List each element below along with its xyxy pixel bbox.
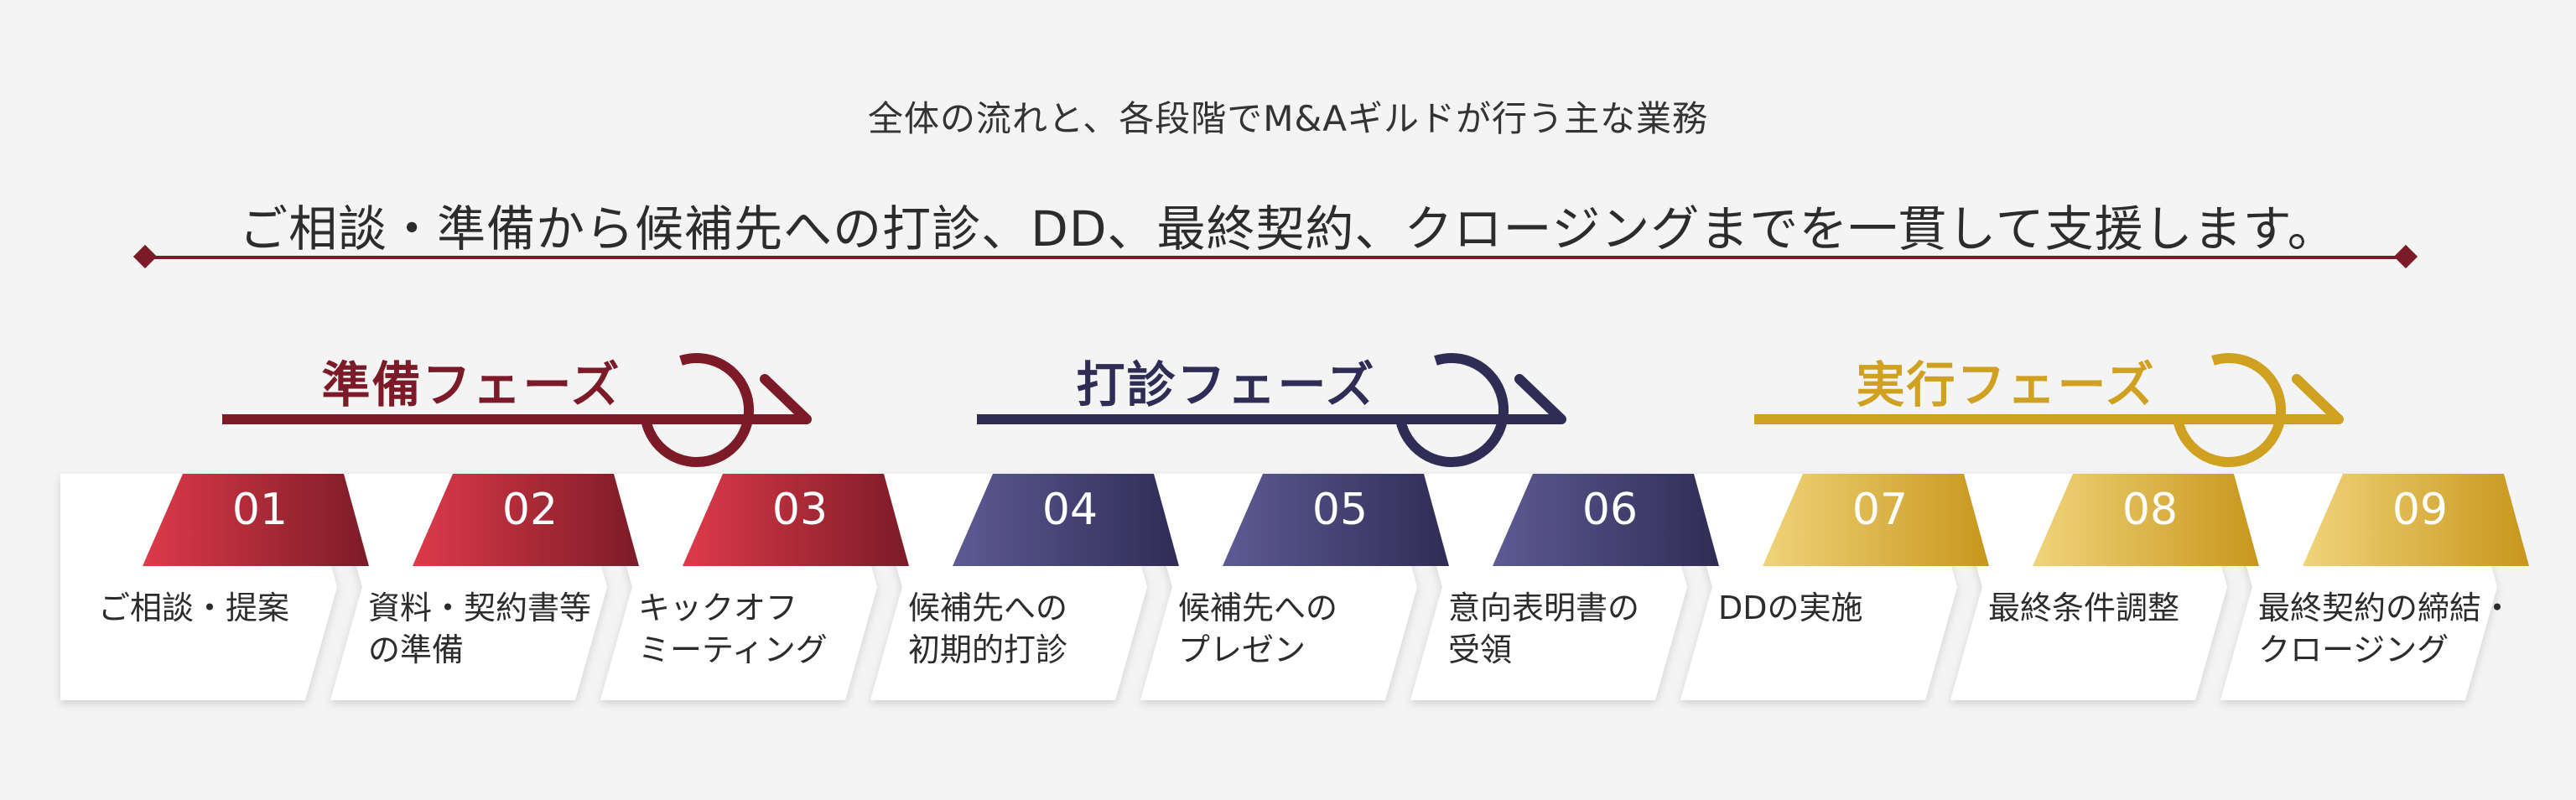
phase-arrowhead-icon: [2292, 374, 2344, 424]
step-number-02: 02: [501, 485, 558, 535]
step-label-02: 資料・契約書等の準備: [368, 587, 595, 671]
phase-arrow-execution: [1754, 353, 2344, 467]
step-label-line: 候補先への: [1178, 590, 1338, 626]
step-number-07: 07: [1852, 485, 1909, 535]
step-label-line: プレゼン: [1178, 631, 1306, 668]
step-number-tab-03: [683, 474, 909, 566]
phase-label-prep: 準備フェーズ: [321, 356, 621, 413]
step-label-03: キックオフミーティング: [638, 587, 865, 671]
step-label-05: 候補先へのプレゼン: [1178, 587, 1405, 671]
step-label-line: ミーティング: [638, 631, 828, 668]
subtitle: 全体の流れと、各段階でM&Aギルドが行う主な業務: [867, 98, 1709, 139]
page-title: ご相談・準備から候補先への打診、DD、最終契約、クロージングまでを一貫して支援し…: [239, 200, 2337, 257]
step-label-line: の準備: [368, 631, 465, 668]
step-label-line: 資料・契約書等: [368, 590, 592, 626]
phase-arrows: [222, 353, 2344, 467]
title-underline: [144, 256, 2405, 259]
phase-arrow-prep: [222, 353, 812, 467]
step-number-tab-04: [953, 474, 1179, 566]
step-number-tab-08: [2033, 474, 2259, 566]
phase-arrow-approach: [977, 353, 1566, 467]
step-label-line: キックオフ: [638, 590, 798, 626]
step-label-09: 最終契約の締結・クロージング: [2258, 587, 2514, 671]
step-label-line: 候補先への: [908, 590, 1068, 626]
step-number-tab-09: [2303, 474, 2529, 566]
step-label-line: 意向表明書の: [1448, 590, 1640, 626]
step-label-04: 候補先への初期的打診: [908, 587, 1135, 671]
step-number-tab-05: [1223, 474, 1449, 566]
phase-label-approach: 打診フェーズ: [1076, 356, 1376, 413]
step-number-05: 05: [1311, 485, 1368, 535]
step-label-line: 最終契約の締結・: [2258, 590, 2514, 626]
phase-arrowhead-icon: [1514, 374, 1566, 424]
step-label-line: DDの実施: [1718, 590, 1863, 626]
step-label-line: クロージング: [2258, 631, 2449, 668]
step-label-07: DDの実施: [1718, 587, 1945, 629]
step-number-06: 06: [1581, 485, 1639, 535]
step-label-01: ご相談・提案: [98, 587, 325, 629]
phase-arrowhead-icon: [760, 374, 812, 424]
step-number-08: 08: [2122, 485, 2179, 535]
step-number-03: 03: [771, 485, 828, 535]
step-label-line: ご相談・提案: [98, 590, 290, 626]
step-number-tab-02: [413, 474, 639, 566]
phase-loop-icon: [2173, 353, 2287, 467]
step-number-tab-01: [143, 474, 369, 566]
step-label-08: 最終条件調整: [1988, 587, 2215, 629]
step-number-09: 09: [2392, 485, 2449, 535]
step-number-01: 01: [231, 485, 288, 535]
step-number-tabs: [143, 474, 2529, 566]
step-label-06: 意向表明書の受領: [1448, 587, 1675, 671]
step-label-line: 受領: [1448, 631, 1513, 668]
step-number-tab-06: [1493, 474, 1719, 566]
step-number-04: 04: [1041, 485, 1098, 535]
phase-label-execution: 実行フェーズ: [1856, 356, 2156, 413]
step-label-line: 最終条件調整: [1988, 590, 2180, 626]
step-label-line: 初期的打診: [908, 631, 1068, 668]
phase-loop-icon: [641, 353, 755, 467]
step-number-tab-07: [1763, 474, 1989, 566]
phase-loop-icon: [1395, 353, 1509, 467]
